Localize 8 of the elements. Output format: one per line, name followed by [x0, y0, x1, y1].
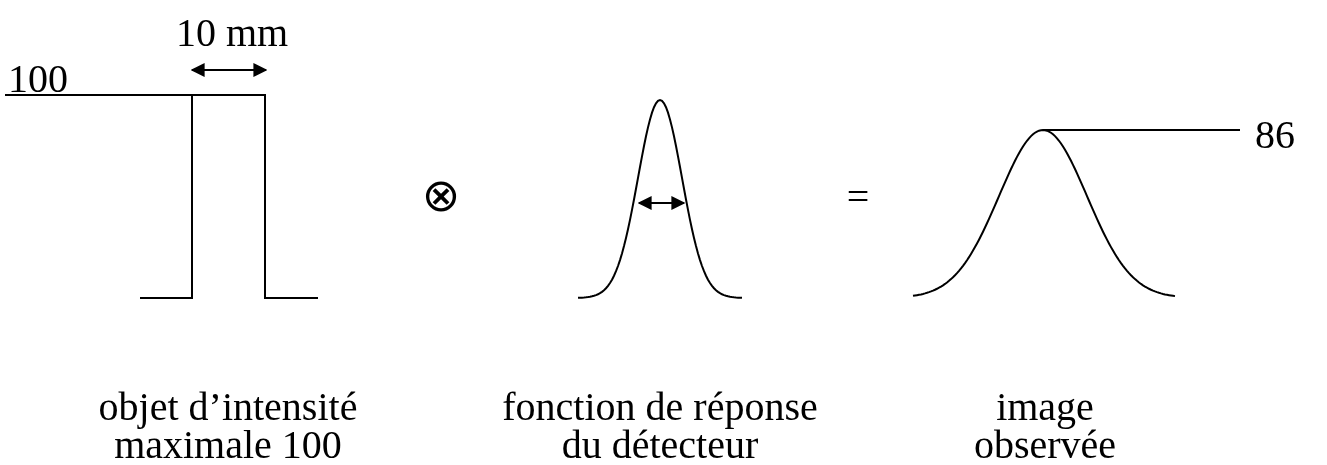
equals-sign: = — [845, 178, 871, 216]
caption: objet d’intensité maximale 100 — [97, 388, 359, 464]
caption: fonction de réponse du détecteur — [501, 388, 819, 464]
convolution-symbol: ⊗ — [420, 176, 462, 214]
value-label: 86 — [1254, 116, 1296, 154]
dimension-label: 10 mm — [174, 14, 290, 52]
caption: image observée — [972, 388, 1118, 464]
value-label: 100 — [7, 60, 69, 98]
